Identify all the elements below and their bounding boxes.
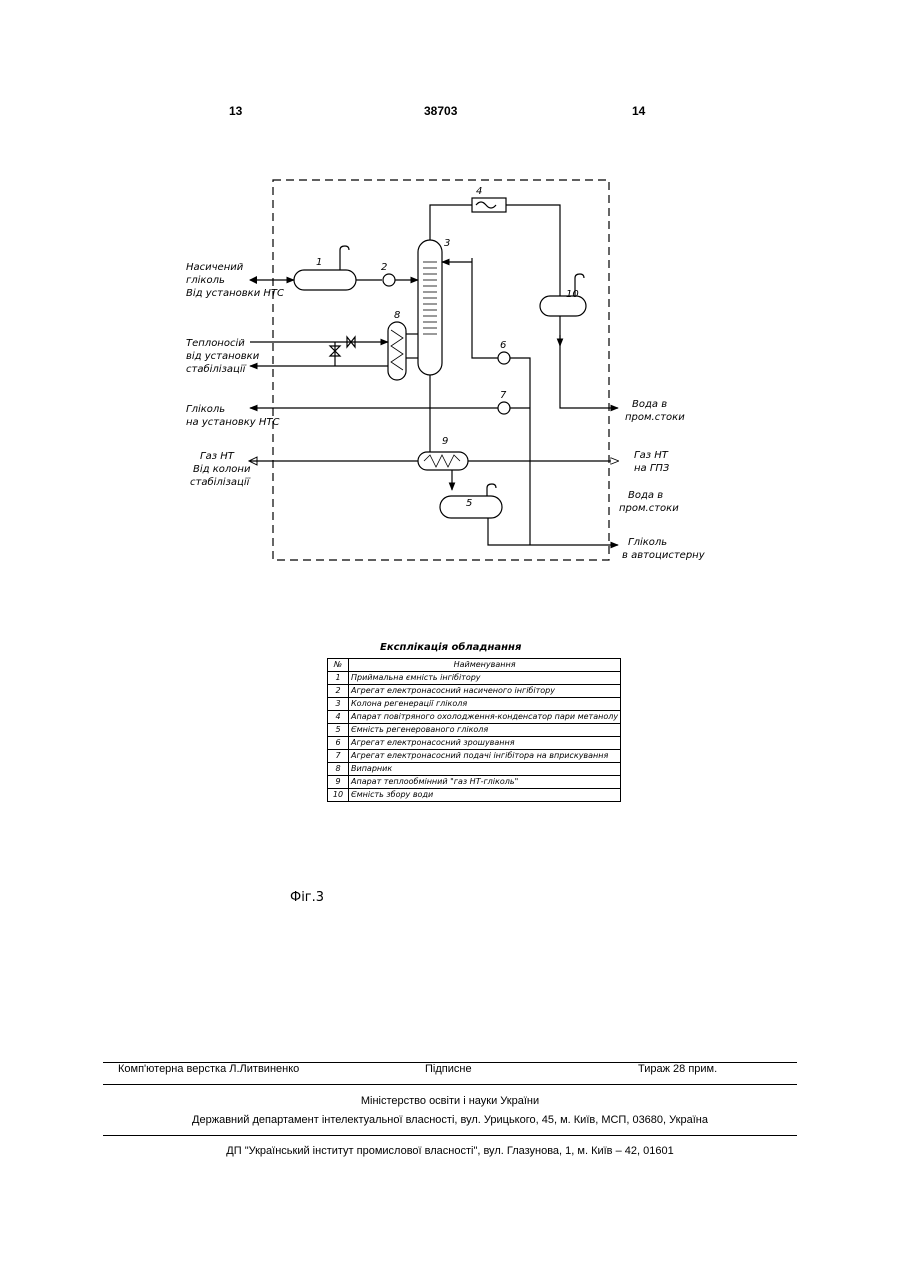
stream-label: стабілізації xyxy=(186,363,247,375)
vessel-10 xyxy=(540,296,586,316)
stream-label: Вода в xyxy=(632,399,667,410)
stream-label: пром.стоки xyxy=(619,503,679,514)
stream-label: Гліколь xyxy=(186,403,225,415)
stream-label: пром.стоки xyxy=(625,412,685,423)
stream-label: в автоцистерну xyxy=(622,550,706,561)
stream-label: Від колони xyxy=(193,463,251,475)
legend-row: 1Приймальна ємність інгібітору xyxy=(328,672,621,685)
legend-name: Агрегат електронасосний подачі інгібітор… xyxy=(349,750,621,763)
legend-num: 5 xyxy=(328,724,349,737)
legend-row: 7Агрегат електронасосний подачі інгібіто… xyxy=(328,750,621,763)
column-3 xyxy=(418,240,442,375)
equipment-number: 5 xyxy=(466,498,472,509)
stream-label: Від установки НТС xyxy=(186,287,284,299)
evaporator-8 xyxy=(388,322,406,380)
stream-label: Насичений xyxy=(186,262,244,273)
legend-num: 2 xyxy=(328,685,349,698)
department-line: Державний департамент інтелектуальної вл… xyxy=(103,1114,797,1126)
stream-label: Вода в xyxy=(628,490,663,501)
pump-2 xyxy=(383,274,395,286)
legend-header-name: Найменування xyxy=(349,659,621,672)
legend-num: 9 xyxy=(328,776,349,789)
legend-name: Агрегат електронасосний насиченого інгіб… xyxy=(349,685,621,698)
legend-num: 1 xyxy=(328,672,349,685)
legend-name: Колона регенерації гліколя xyxy=(349,698,621,711)
legend-num: 4 xyxy=(328,711,349,724)
legend-row: 4Апарат повітряного охолодження-конденса… xyxy=(328,711,621,724)
process-flow-diagram: 1 2 3 4 5 6 7 8 9 10 Насичений гліколь В… xyxy=(0,0,901,640)
stream-label: на установку НТС xyxy=(186,417,280,428)
legend-num: 6 xyxy=(328,737,349,750)
legend-name: Ємність регенерованого гліколя xyxy=(349,724,621,737)
legend-header-row: № Найменування xyxy=(328,659,621,672)
legend-name: Випарник xyxy=(349,763,621,776)
stream-label: Гліколь xyxy=(628,536,667,548)
equipment-number: 4 xyxy=(476,186,482,197)
stream-label: від установки xyxy=(186,350,260,362)
typesetting-credit: Комп'ютерна верстка Л.Литвиненко xyxy=(118,1063,299,1075)
legend-num: 7 xyxy=(328,750,349,763)
signed-note: Підписне xyxy=(425,1063,472,1075)
vessel-1 xyxy=(294,270,356,290)
equipment-number: 1 xyxy=(316,257,322,268)
ministry-line: Міністерство освіти і науки України xyxy=(103,1095,797,1107)
legend-name: Апарат повітряного охолодження-конденсат… xyxy=(349,711,621,724)
air-cooler-4 xyxy=(472,198,506,212)
equipment-number: 10 xyxy=(566,289,579,300)
equipment-number: 9 xyxy=(442,436,448,447)
stream-label: Газ НТ xyxy=(200,451,235,462)
legend-header-num: № xyxy=(328,659,349,672)
legend-row: 2Агрегат електронасосний насиченого інгі… xyxy=(328,685,621,698)
stream-label: Теплоносій xyxy=(186,337,245,349)
heat-exchanger-9 xyxy=(418,452,468,470)
stream-label: на ГПЗ xyxy=(634,463,670,474)
legend-row: 10Ємність збору води xyxy=(328,789,621,802)
legend-name: Ємність збору води xyxy=(349,789,621,802)
legend-num: 3 xyxy=(328,698,349,711)
legend-name: Приймальна ємність інгібітору xyxy=(349,672,621,685)
equipment-number: 3 xyxy=(444,238,450,249)
legend-row: 5Ємність регенерованого гліколя xyxy=(328,724,621,737)
pump-6 xyxy=(498,352,510,364)
legend-row: 9Апарат теплообмінний "газ НТ-гліколь" xyxy=(328,776,621,789)
stream-label: Газ НТ xyxy=(634,450,669,461)
equipment-number: 7 xyxy=(500,390,507,401)
equipment-legend-table: № Найменування 1Приймальна ємність інгіб… xyxy=(327,658,621,802)
legend-num: 10 xyxy=(328,789,349,802)
legend-row: 8Випарник xyxy=(328,763,621,776)
legend-num: 8 xyxy=(328,763,349,776)
footer-divider xyxy=(103,1084,797,1085)
legend-row: 3Колона регенерації гліколя xyxy=(328,698,621,711)
figure-caption: Фіг.3 xyxy=(290,890,324,905)
institute-line: ДП "Український інститут промислової вла… xyxy=(103,1145,797,1157)
equipment-number: 6 xyxy=(500,340,506,351)
stream-label: гліколь xyxy=(186,274,225,286)
legend-name: Агрегат електронасосний зрошування xyxy=(349,737,621,750)
equipment-number: 2 xyxy=(381,262,387,273)
pump-7 xyxy=(498,402,510,414)
legend-row: 6Агрегат електронасосний зрошування xyxy=(328,737,621,750)
circulation-note: Тираж 28 прим. xyxy=(638,1063,717,1075)
legend-name: Апарат теплообмінний "газ НТ-гліколь" xyxy=(349,776,621,789)
equipment-number: 8 xyxy=(394,310,400,321)
footer-divider xyxy=(103,1135,797,1136)
legend-title: Експлікація обладнання xyxy=(380,642,521,653)
stream-label: стабілізації xyxy=(190,476,251,488)
